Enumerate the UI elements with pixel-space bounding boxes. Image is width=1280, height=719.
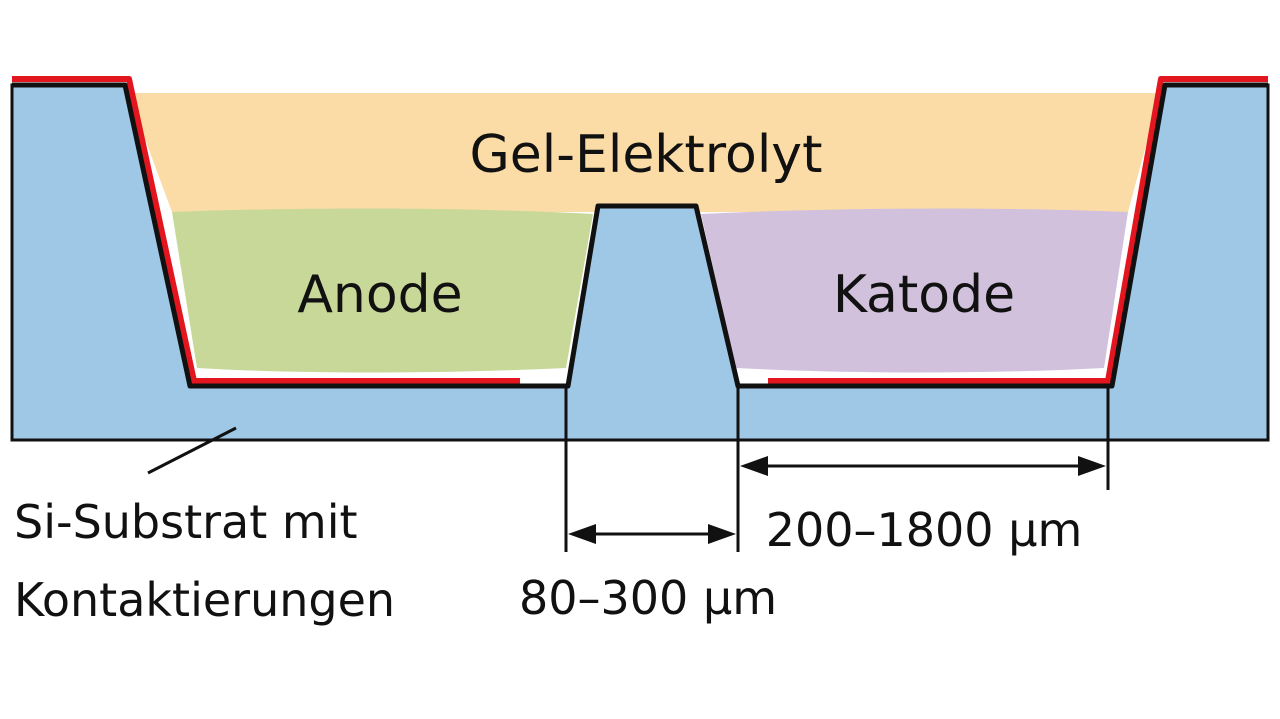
width-dimension-label: 200–1800 µm (766, 503, 1083, 557)
anode-label: Anode (297, 265, 462, 325)
contact-metallization (12, 76, 1268, 384)
cathode-region (701, 208, 1128, 373)
anode-region (172, 208, 593, 373)
width-dimension (740, 386, 1110, 490)
substrate-label-line2: Kontaktierungen (14, 573, 395, 627)
trench-outline (12, 82, 1268, 389)
gel-electrolyte (128, 93, 1160, 212)
gap-dimension (564, 386, 740, 552)
cathode-label: Katode (833, 265, 1015, 325)
electrolyte-label: Gel-Elektrolyt (470, 125, 823, 185)
substrate-label-line1: Si-Substrat mit (14, 495, 358, 549)
gap-dimension-label: 80–300 µm (519, 571, 777, 625)
substrate-leader-line (147, 426, 237, 475)
